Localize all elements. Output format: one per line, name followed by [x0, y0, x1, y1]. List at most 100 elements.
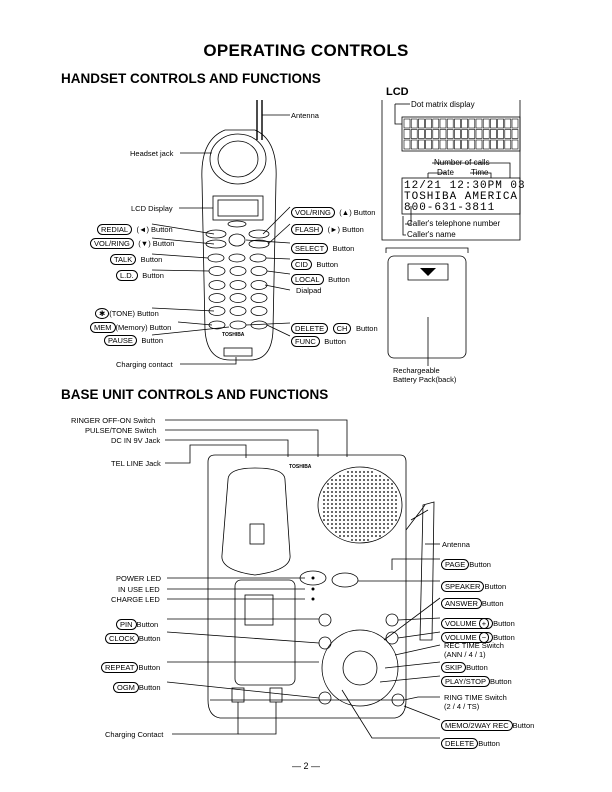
- grille-dot: [371, 499, 373, 501]
- flash-button-label[interactable]: FLASH (►) Button: [291, 219, 364, 237]
- grille-dot: [387, 519, 389, 521]
- grille-dot: [375, 527, 377, 529]
- volume-down-button-label[interactable]: VOLUME−Button: [441, 627, 515, 645]
- select-button-label[interactable]: SELECT Button: [291, 238, 354, 256]
- grille-dot: [375, 491, 377, 493]
- volume-up-button-label[interactable]: VOLUME+Button: [441, 613, 515, 631]
- grille-dot: [343, 527, 345, 529]
- grille-dot: [327, 511, 329, 513]
- grille-dot: [391, 515, 393, 517]
- grille-dot: [375, 519, 377, 521]
- grille-dot: [339, 527, 341, 529]
- grille-dot: [351, 499, 353, 501]
- grille-dot: [379, 499, 381, 501]
- grille-dot: [339, 503, 341, 505]
- grille-dot: [359, 475, 361, 477]
- grille-dot: [355, 503, 357, 505]
- pause-button-label[interactable]: PAUSE Button: [104, 330, 163, 348]
- vol-ring-down-button-label[interactable]: VOL/RING (▼) Button: [90, 233, 174, 251]
- grille-dot: [363, 483, 365, 485]
- local-button-label[interactable]: LOCAL Button: [291, 269, 350, 287]
- cid-button-label[interactable]: CID Button: [291, 254, 338, 272]
- grille-dot: [387, 507, 389, 509]
- grille-dot: [355, 515, 357, 517]
- grille-dot: [355, 479, 357, 481]
- grille-dot: [359, 479, 361, 481]
- grille-dot: [331, 515, 333, 517]
- grille-dot: [363, 515, 365, 517]
- dot-matrix-cell: [475, 118, 483, 129]
- vol-ring-up-button-label[interactable]: VOL/RING (▲) Button: [291, 202, 375, 220]
- talk-button-label[interactable]: TALK Button: [110, 249, 162, 267]
- grille-dot: [331, 499, 333, 501]
- grille-dot: [379, 511, 381, 513]
- ld-button-label[interactable]: L.D. Button: [116, 265, 164, 283]
- time-label: Time: [471, 168, 489, 177]
- dot-matrix-cell: [410, 139, 418, 150]
- grille-dot: [359, 523, 361, 525]
- grille-dot: [383, 523, 385, 525]
- grille-dot: [351, 535, 353, 537]
- grille-dot: [383, 479, 385, 481]
- grille-dot: [363, 535, 365, 537]
- grille-dot: [391, 503, 393, 505]
- rec-time-switch-label: REC TIME Switch: [444, 641, 504, 650]
- grille-dot: [375, 531, 377, 533]
- tone-button-label[interactable]: ✱(TONE) Button: [95, 303, 159, 321]
- grille-dot: [327, 515, 329, 517]
- dot-matrix-cell: [425, 118, 432, 129]
- base-charging-contact-label: Charging Contact: [105, 730, 164, 739]
- grille-dot: [355, 523, 357, 525]
- grille-dot: [327, 487, 329, 489]
- grille-dot: [323, 499, 325, 501]
- grille-dot: [371, 495, 373, 497]
- grille-dot: [367, 499, 369, 501]
- grille-dot: [375, 515, 377, 517]
- grille-dot: [367, 475, 369, 477]
- dc-in-jack-label: DC IN 9V Jack: [111, 436, 161, 445]
- delete-ch-button-label[interactable]: DELETE CH Button: [291, 318, 378, 336]
- grille-dot: [323, 507, 325, 509]
- grille-dot: [367, 531, 369, 533]
- dot-matrix-cell: [403, 118, 411, 129]
- grille-dot: [351, 519, 353, 521]
- mem-button-label[interactable]: MEM(Memory) Button: [90, 317, 171, 335]
- grille-dot: [383, 515, 385, 517]
- dot-matrix-cell: [446, 129, 454, 139]
- dot-matrix-cell: [490, 129, 497, 139]
- grille-dot: [359, 499, 361, 501]
- grille-dot: [371, 535, 373, 537]
- grille-dot: [387, 499, 389, 501]
- grille-dot: [355, 471, 357, 473]
- redial-button-label[interactable]: REDIAL (◄) Button: [97, 219, 173, 237]
- func-button-label[interactable]: FUNC Button: [291, 331, 346, 349]
- grille-dot: [383, 499, 385, 501]
- grille-dot: [363, 527, 365, 529]
- grille-dot: [379, 483, 381, 485]
- grille-dot: [359, 539, 361, 541]
- grille-dot: [355, 507, 357, 509]
- grille-dot: [363, 519, 365, 521]
- lcd-heading: LCD: [386, 86, 409, 98]
- dot-matrix-cell: [418, 139, 425, 150]
- grille-dot: [331, 495, 333, 497]
- grille-dot: [343, 507, 345, 509]
- grille-dot: [387, 487, 389, 489]
- grille-dot: [351, 471, 353, 473]
- grille-dot: [351, 495, 353, 497]
- grille-dot: [363, 479, 365, 481]
- dot-matrix-cell: [432, 118, 440, 129]
- grille-dot: [343, 483, 345, 485]
- grille-dot: [343, 503, 345, 505]
